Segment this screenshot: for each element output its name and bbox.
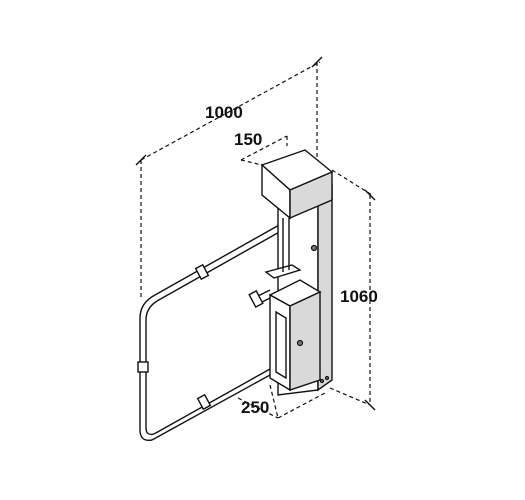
gate-arm xyxy=(137,219,291,441)
cabinet-panel xyxy=(275,310,287,380)
base-dimension-line-2 xyxy=(277,392,326,419)
width-label: 1000 xyxy=(205,103,243,122)
depth-label: 150 xyxy=(234,130,262,149)
depth-extension-left xyxy=(240,159,263,166)
base-dimension-line xyxy=(237,397,279,419)
clamp-middle xyxy=(248,289,264,309)
upper-bar-top xyxy=(154,219,289,296)
clamp-frame xyxy=(137,361,149,373)
post-bolt-base-1 xyxy=(319,378,325,384)
width-tick-right xyxy=(311,56,323,68)
top-box-right xyxy=(289,170,333,220)
lower-bar-top xyxy=(153,368,271,435)
upper-bar-bottom xyxy=(156,225,291,302)
post-bolt-base-2 xyxy=(324,375,330,381)
base-label: 250 xyxy=(241,398,269,417)
post-bolt-upper xyxy=(310,244,318,252)
frame-inner xyxy=(145,300,158,436)
clamp-lower xyxy=(196,393,212,411)
height-extension-top xyxy=(331,169,373,196)
height-label: 1060 xyxy=(340,287,378,306)
post xyxy=(260,149,334,396)
width-dimension-line xyxy=(140,61,321,161)
base-extension xyxy=(269,384,279,419)
height-extension-bottom xyxy=(329,387,371,406)
dimension-lines xyxy=(135,56,376,419)
cabinet-lock-icon xyxy=(296,339,304,347)
lower-bar-bottom xyxy=(151,374,271,441)
depth-dimension-line xyxy=(240,135,288,161)
width-tick-left xyxy=(135,154,147,166)
frame-outer xyxy=(139,294,156,441)
cabinet-front xyxy=(289,290,321,391)
height-tick-top xyxy=(364,189,376,201)
height-tick-bottom xyxy=(364,399,376,411)
clamp-upper xyxy=(194,263,210,281)
